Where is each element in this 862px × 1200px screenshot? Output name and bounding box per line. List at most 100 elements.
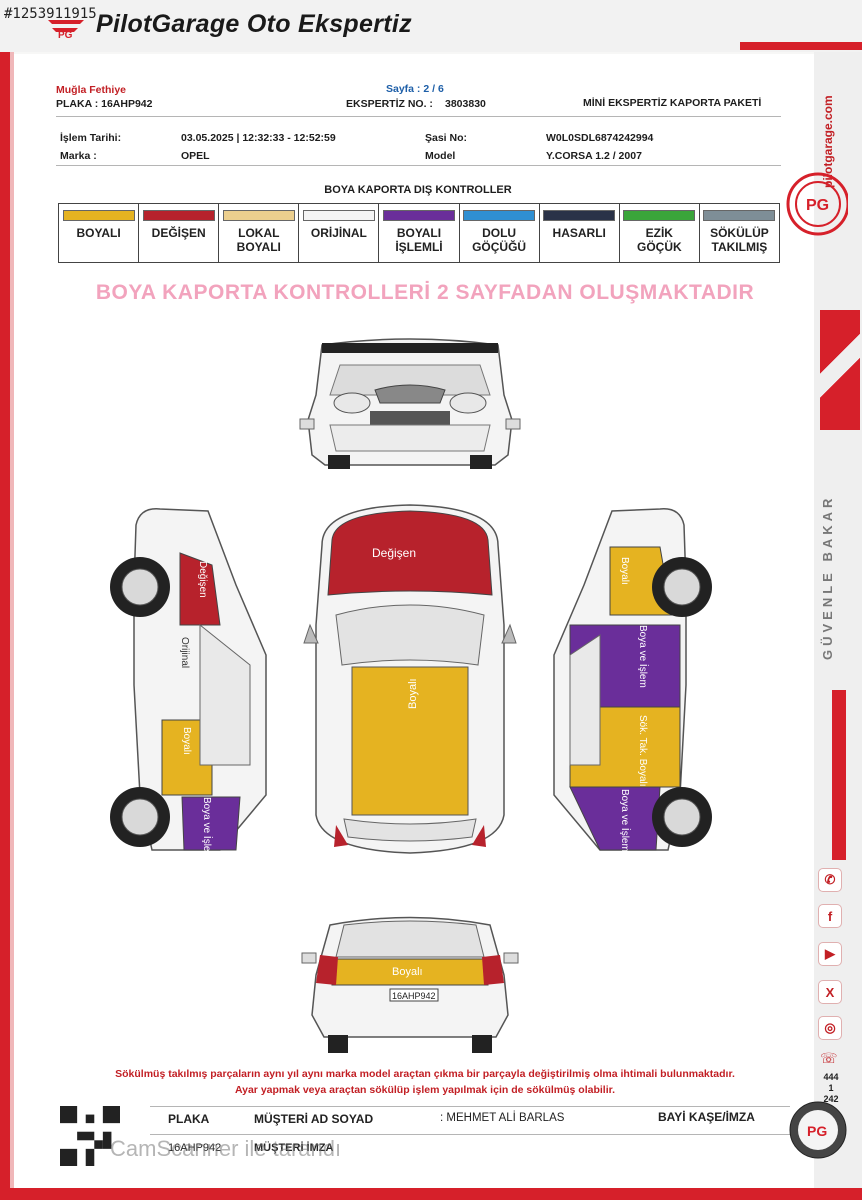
top-hood-label: Değişen: [372, 546, 416, 560]
left-fender-label: Değişen: [197, 561, 208, 598]
legend-label-line: GÖÇÜĞÜ: [472, 240, 527, 254]
legend-item: HASARLI: [538, 204, 619, 262]
footer-signature-label: MÜŞTERİ İMZA: [254, 1142, 334, 1154]
brand-title: PilotGarage Oto Ekspertiz: [96, 10, 412, 38]
svg-text:PG: PG: [807, 1123, 827, 1139]
legend-swatch: [302, 210, 375, 221]
package-name: MİNİ EKSPERTİZ KAPORTA PAKETİ: [583, 97, 762, 109]
date-label: İşlem Tarihi:: [60, 132, 122, 144]
header-band: [0, 0, 862, 52]
red-vertical-bar: [832, 690, 846, 860]
slogan-vertical: GÜVENLE BAKAR: [820, 494, 835, 660]
two-page-warning: BOYA KAPORTA KONTROLLERİ 2 SAYFADAN OLUŞ…: [95, 281, 755, 304]
legend-label-line: ORİJİNAL: [310, 226, 367, 240]
legend-label-line: LOKAL: [238, 226, 280, 240]
phone-icon: ☏: [820, 1050, 838, 1066]
car-damage-diagram: Değişen Boyalı Değişen Orijinal Boyalı B…: [100, 325, 720, 1065]
footer-divider: [150, 1134, 790, 1135]
legend-swatch: [222, 210, 295, 221]
brand-value: OPEL: [181, 150, 210, 162]
footer-stamp-header: BAYİ KAŞE/İMZA: [658, 1110, 755, 1124]
legend-swatch: [623, 210, 696, 221]
legend-label-line: GÖÇÜK: [636, 240, 682, 254]
legend-label: DEĞİŞEN: [152, 226, 206, 240]
left-quarter-label: Boya ve İşlem: [201, 797, 214, 860]
legend-swatch: [463, 210, 536, 221]
top-roof-label: Boyalı: [407, 678, 419, 709]
car-top-view: Değişen Boyalı: [303, 504, 517, 854]
hotline-number: 444 1 242: [816, 1072, 846, 1105]
footer-customer-name: : MEHMET ALİ BARLAS: [440, 1112, 565, 1124]
legend-swatch: [382, 210, 455, 221]
left-rear-door-label: Boyalı: [181, 727, 192, 755]
bottom-red-edge: [0, 1188, 862, 1200]
legend-item: BOYALI: [59, 204, 138, 262]
red-chevron-decoration: [820, 310, 860, 430]
pilotgarage-logo-icon: PG: [48, 20, 84, 40]
listing-id: #1253911915: [4, 6, 97, 22]
footer-customer-header: MÜŞTERİ AD SOYAD: [254, 1112, 374, 1126]
whatsapp-icon[interactable]: ✆: [818, 868, 842, 892]
right-quarter-label: Boya ve İşlem: [619, 789, 632, 852]
model-value: Y.CORSA 1.2 / 2007: [546, 150, 642, 162]
left-door-label: Orijinal: [179, 637, 190, 668]
divider: [56, 165, 781, 166]
legend-label: BOYALI: [76, 226, 120, 240]
legend-item: DEĞİŞEN: [138, 204, 218, 262]
rear-plate-text: 16AHP942: [392, 991, 436, 1001]
x-icon[interactable]: X: [818, 980, 842, 1004]
car-rear-view: 16AHP942 Boyalı: [301, 916, 519, 1053]
svg-text:PG: PG: [58, 30, 73, 40]
legend-swatch: [543, 210, 616, 221]
legend-label-line: EZİK: [645, 226, 673, 240]
legend-label: ORİJİNAL: [311, 226, 367, 240]
footer-plate-value: 16AHP942: [168, 1142, 222, 1154]
legend-label-line: İŞLEMLİ: [395, 240, 443, 254]
divider: [56, 116, 781, 117]
legend-swatch: [703, 210, 776, 221]
facebook-icon[interactable]: f: [818, 904, 842, 928]
legend-title: BOYA KAPORTA DIŞ KONTROLLER: [324, 184, 512, 196]
svg-text:PG: PG: [806, 197, 829, 214]
instagram-icon[interactable]: ◎: [818, 1016, 842, 1040]
hotline-part: 242: [823, 1094, 839, 1104]
site-url-text: pilotgarage.com: [821, 95, 835, 188]
legend-label-line: BOYALI: [236, 240, 281, 254]
footer-divider: [150, 1106, 790, 1107]
legend-item: ORİJİNAL: [298, 204, 378, 262]
disclaimer-line-2: Ayar yapmak veya araçtan sökülüp işlem y…: [234, 1084, 616, 1096]
report-location: Muğla Fethiye: [56, 84, 127, 96]
legend-label-line: HASARLI: [552, 226, 606, 240]
brand-label: Marka :: [60, 150, 97, 162]
scanner-watermark: CamScanner ile tarandı: [110, 1136, 342, 1161]
chassis-label: Şasi No:: [425, 132, 468, 144]
model-label: Model: [425, 150, 456, 162]
right-rear-door-label: Sök. Tak. Boyalı: [637, 715, 648, 787]
rear-trunk-label: Boyalı: [392, 966, 423, 978]
legend-label: HASARLI: [553, 226, 606, 240]
chassis-value: W0L0SDL6874242994: [546, 132, 654, 144]
car-right-side-view: Boyalı Boya ve İşlem Sök. Tak. Boyalı Bo…: [553, 508, 712, 852]
certification-seal-icon: PG: [789, 1101, 847, 1159]
hotline-part: 444: [823, 1072, 839, 1082]
car-front-view: [299, 338, 521, 469]
header-red-stripe: [740, 42, 862, 50]
left-red-edge-shade: [10, 0, 14, 1200]
youtube-icon[interactable]: ▶: [818, 942, 842, 966]
right-door-label: Boya ve İşlem: [637, 625, 650, 688]
disclaimer-line-1: Sökülmüş takılmış parçaların aynı yıl ay…: [115, 1068, 735, 1080]
expertise-number: 3803830: [445, 98, 486, 110]
legend-swatch: [62, 210, 135, 221]
